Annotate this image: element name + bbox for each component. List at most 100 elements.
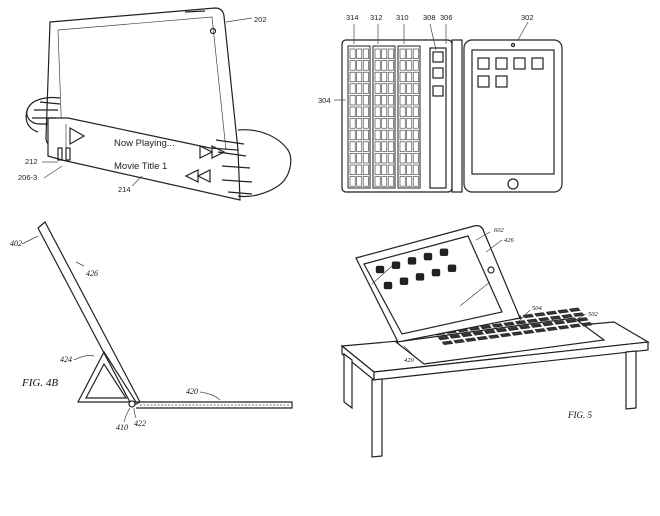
solar-cell	[399, 164, 406, 175]
screen-glare	[459, 281, 491, 307]
camera-icon	[209, 27, 217, 35]
movie-title-text: Movie Title 1	[114, 161, 167, 172]
keyboard-key	[526, 318, 539, 324]
keyboard-key	[534, 312, 546, 317]
solar-cell	[349, 83, 356, 94]
leader-line	[123, 407, 131, 423]
keyboard-key	[476, 335, 489, 341]
ref-302: 302	[521, 13, 534, 22]
solar-cell	[406, 129, 413, 141]
keyboard-key	[488, 334, 500, 339]
solar-cell	[362, 153, 369, 164]
solar-cell	[387, 95, 394, 106]
app-icon	[399, 277, 409, 285]
solar-cell	[406, 164, 413, 175]
ref-312: 312	[370, 13, 383, 22]
solar-cell	[349, 176, 356, 187]
leader-line	[133, 407, 137, 419]
solar-cell	[406, 141, 413, 152]
ref-202: 202	[254, 15, 267, 24]
solar-cell	[412, 164, 419, 175]
panel-tablet-keyboard-table: 602 426 504 502 420 FIG. 5	[340, 225, 650, 458]
solar-cell	[387, 153, 394, 164]
solar-cell	[399, 83, 406, 94]
keyboard-key	[576, 317, 589, 322]
solar-cell	[399, 176, 406, 187]
keyboard-key	[522, 329, 535, 335]
leader-line	[225, 17, 253, 23]
solar-cell	[362, 95, 369, 106]
home-button	[507, 178, 519, 190]
ref-212: 212	[25, 157, 38, 166]
solar-cell	[406, 83, 413, 94]
hinge-joint	[128, 400, 136, 408]
calendar-app-icon	[477, 57, 490, 70]
keyboard-key	[580, 321, 593, 327]
solar-cell	[381, 153, 388, 164]
keyboard-key	[546, 326, 558, 332]
solar-cell	[356, 71, 363, 83]
solar-cell	[362, 141, 369, 152]
solar-cell	[399, 153, 406, 164]
solar-cell	[349, 141, 356, 152]
keyboard-key	[545, 310, 558, 316]
solar-cell	[374, 141, 381, 152]
leader-line	[131, 175, 143, 187]
app-icon	[391, 261, 401, 269]
solar-cell	[387, 129, 394, 141]
now-playing-text: Now Playing...	[114, 138, 175, 149]
triangle-stand-inner	[85, 362, 128, 399]
ref-422: 422	[134, 419, 146, 428]
solar-cell	[362, 106, 369, 117]
solar-cell	[356, 95, 363, 106]
leader-line	[21, 235, 39, 245]
solar-cell	[412, 153, 419, 164]
ref-206-3: 206-3	[18, 173, 37, 182]
icon-column	[429, 47, 447, 189]
solar-cell	[356, 118, 363, 129]
solar-strips	[347, 45, 421, 189]
app-icon	[415, 273, 425, 281]
leader-line	[517, 309, 531, 323]
cover-hinge	[451, 39, 463, 193]
solar-cell	[406, 153, 413, 164]
play-icon	[69, 126, 86, 146]
solar-cell	[349, 71, 356, 83]
keyboard-key	[557, 325, 570, 330]
solar-cell	[362, 176, 369, 187]
solar-cell	[412, 71, 419, 83]
ref-314: 314	[346, 13, 359, 22]
solar-cell	[356, 164, 363, 175]
solar-cell	[356, 60, 363, 71]
solar-cell	[349, 106, 356, 117]
clock-app-icon	[477, 75, 490, 88]
ref-602: 602	[494, 227, 505, 234]
right-hand	[237, 129, 292, 198]
solar-cell	[412, 60, 419, 71]
leader-line	[475, 231, 491, 241]
rewind-icon	[184, 169, 211, 183]
right-hand-fingers	[215, 139, 253, 195]
mail-icon	[432, 85, 444, 97]
solar-cell	[374, 176, 381, 187]
ref-402: 402	[10, 239, 22, 248]
tablet-app-icons	[375, 248, 457, 290]
leader-line	[485, 239, 503, 253]
keyboard-key	[518, 324, 531, 330]
solar-cell	[362, 83, 369, 94]
table-edge-front	[373, 341, 649, 381]
solar-cell	[349, 129, 356, 141]
ref-502: 502	[588, 311, 599, 318]
solar-cell	[356, 83, 363, 94]
panel-tablet-cover-playback: Now Playing... Movie Title 1 202 212 206…	[18, 7, 292, 201]
leader-line	[75, 261, 85, 267]
ref-420: 420	[186, 387, 198, 396]
keyboard-key	[514, 320, 527, 325]
fast-forward-icon	[199, 145, 226, 159]
keyboard-key	[534, 328, 547, 333]
keyboard-key	[472, 331, 485, 336]
solar-cell	[412, 106, 419, 117]
ref-304: 304	[318, 96, 331, 105]
solar-cell	[406, 118, 413, 129]
